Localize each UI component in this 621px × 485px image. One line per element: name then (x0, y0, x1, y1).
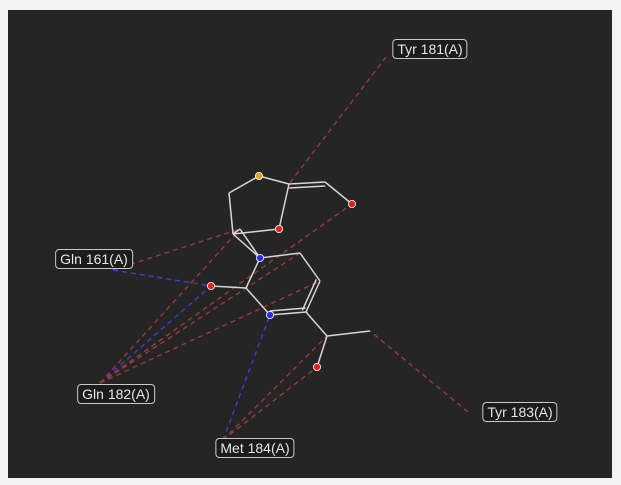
residue-label-tyr183[interactable]: Tyr 183(A) (482, 402, 558, 422)
bond-C3-O1 (278, 183, 290, 230)
atom-o-o3 (206, 281, 215, 290)
hydrophobic-line-7 (99, 252, 301, 384)
ligand-interaction-diagram (99, 56, 469, 441)
atom-o-o1 (274, 224, 283, 233)
hbond-line-8 (222, 314, 271, 441)
bond-C2-N1 (232, 233, 261, 259)
residue-label-gln161[interactable]: Gln 161(A) (55, 249, 133, 269)
bond-C6-C7 (299, 252, 321, 282)
interaction-viewer[interactable]: Tyr 181(A) Gln 161(A) Gln 182(A) Tyr 183… (8, 10, 612, 478)
residue-label-gln182[interactable]: Gln 182(A) (77, 384, 155, 404)
atom-n-n2 (265, 310, 274, 319)
atom-n-n1 (255, 253, 264, 262)
bond-C8-N2 (269, 311, 307, 316)
bond-C3-C5 (288, 181, 326, 185)
bond-C9-O3 (210, 285, 247, 289)
bond-C9-N1 (245, 257, 261, 289)
hydrophobic-line-11 (369, 330, 469, 413)
atom-s-s1 (254, 171, 263, 180)
atom-o-o2 (347, 199, 356, 208)
atom-o-o4 (312, 362, 321, 371)
ligand-bonds (210, 175, 371, 368)
bond-C10-C11 (326, 330, 371, 337)
residue-label-met184[interactable]: Met 184(A) (215, 438, 295, 458)
bond-C10-O4 (316, 335, 328, 368)
bond-C8-C10 (305, 311, 328, 337)
bond-C7-C8 (305, 280, 321, 313)
bond-C2-O1 (232, 228, 280, 235)
bond-S1-C1 (228, 175, 260, 194)
hbond-line-4 (99, 285, 212, 384)
double-bond-C3-C5 (289, 185, 326, 189)
hydrophobic-line-3 (99, 203, 353, 384)
bond-C5-O2 (324, 181, 353, 205)
double-bond-C8-N2 (269, 307, 306, 312)
hydrophobic-line-10 (222, 335, 328, 441)
bond-C2-C4 (232, 228, 241, 235)
hydrophobic-line-1 (112, 228, 241, 271)
bond-C1-C2 (228, 192, 234, 235)
hydrophobic-line-0 (288, 56, 387, 185)
interaction-lines (99, 56, 469, 441)
hydrophobic-line-5 (99, 280, 321, 384)
hbond-line-2 (112, 269, 212, 287)
double-bond-C7-C8 (301, 279, 318, 311)
hydrophobic-line-6 (99, 228, 241, 384)
bond-S1-C3 (258, 175, 290, 185)
bond-C4-N1 (239, 228, 261, 259)
bond-N1-C6 (259, 252, 301, 259)
ligand-atoms (206, 171, 356, 371)
hydrophobic-line-9 (222, 366, 318, 441)
residue-label-tyr181[interactable]: Tyr 181(A) (392, 39, 468, 59)
bond-N2-C9 (245, 287, 271, 316)
